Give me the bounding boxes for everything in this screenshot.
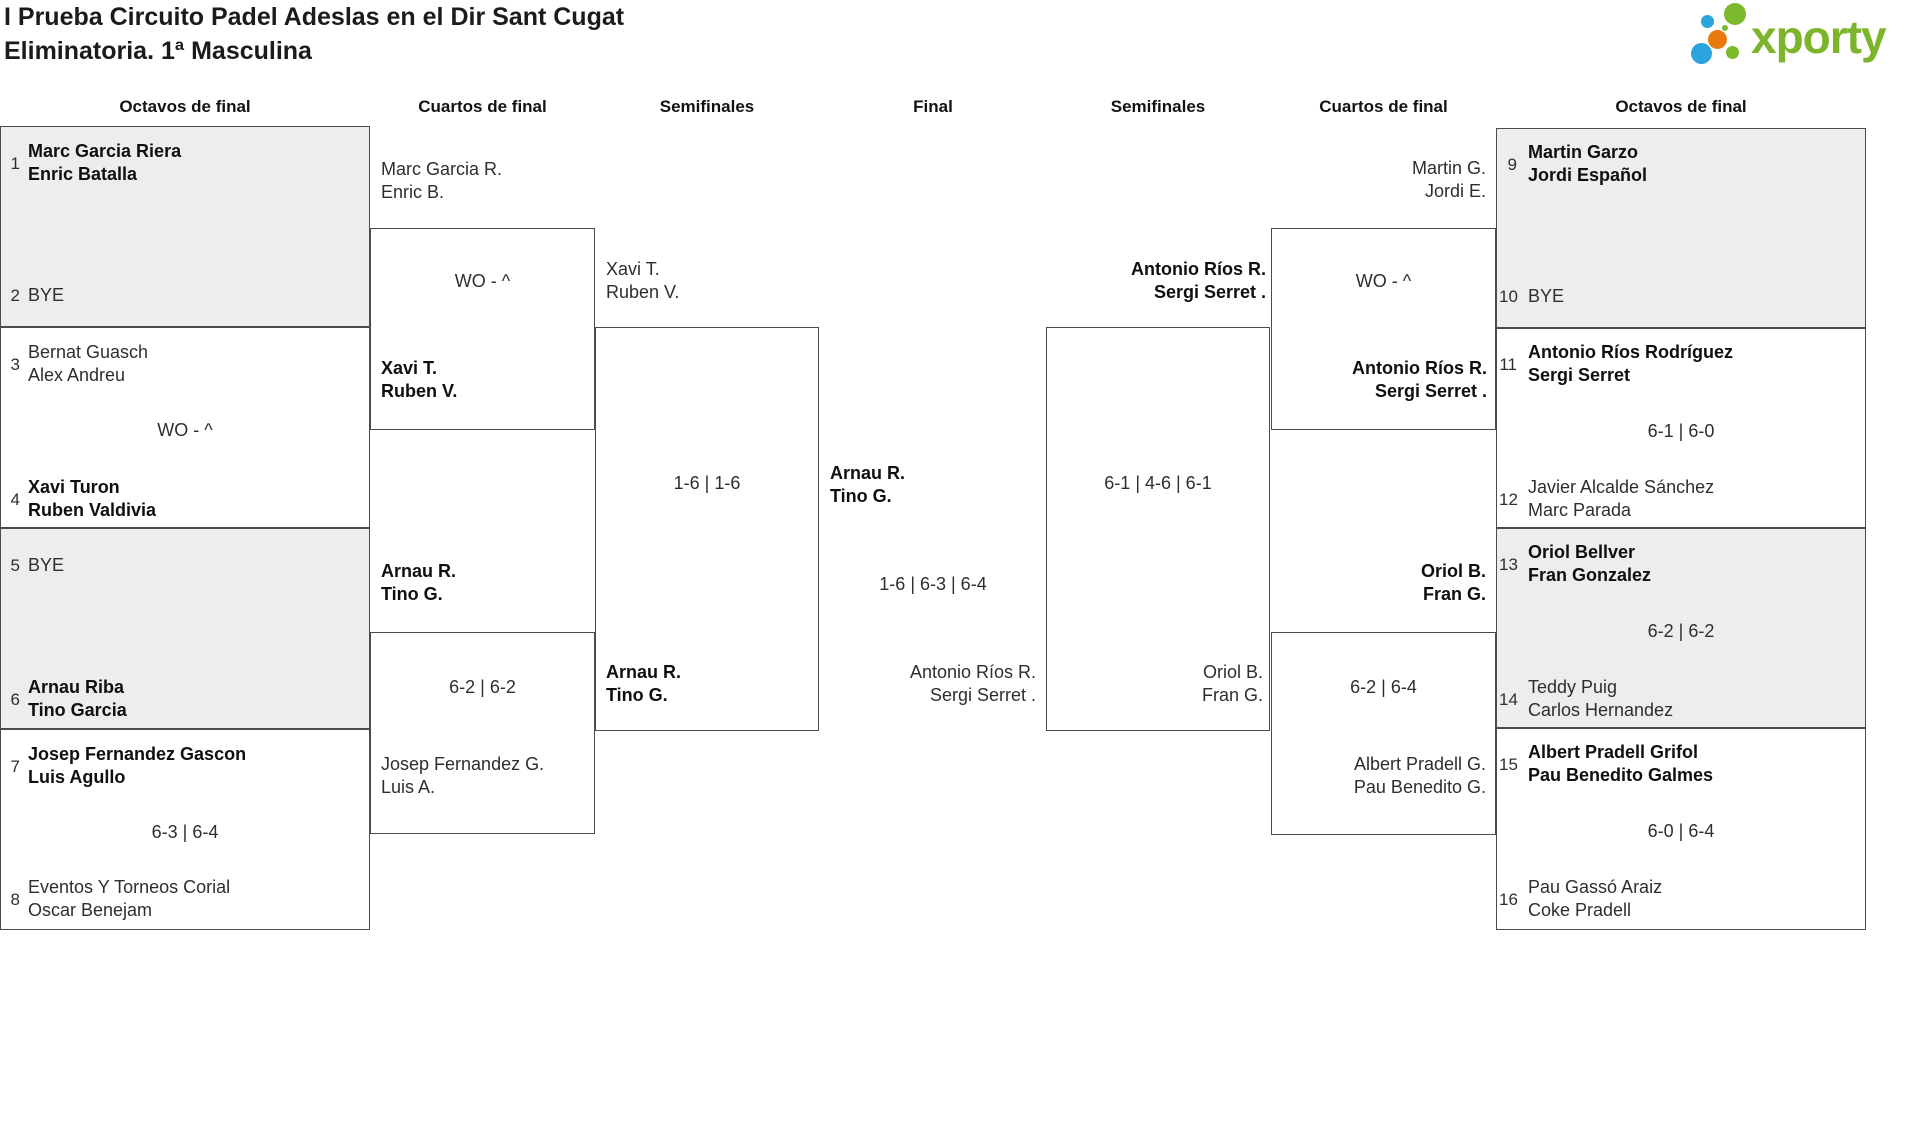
seed-number: 7 — [10, 757, 20, 776]
match-box-qf-l2 — [370, 632, 595, 834]
match-box-r16-l1 — [0, 126, 370, 327]
logo-dot-blue-small — [1701, 15, 1714, 28]
round-header-final: Final — [913, 97, 953, 116]
tournament-title-line2: Eliminatoria. 1ª Masculina — [4, 37, 312, 65]
tournament-title-line1: I Prueba Circuito Padel Adeslas en el Di… — [4, 3, 625, 31]
team-name: Oriol B.Fran G. — [1420, 561, 1486, 604]
match-box-qf-r2 — [1271, 632, 1496, 835]
seed-number: 4 — [10, 490, 20, 509]
logo-dot-blue-large — [1691, 43, 1712, 64]
seed-number: 14 — [1499, 690, 1518, 709]
seed-number: 1 — [10, 154, 20, 173]
seed-number: 16 — [1499, 890, 1518, 909]
match-score: 6-1 | 4-6 | 6-1 — [1104, 473, 1212, 493]
round-header-cuartos-left: Cuartos de final — [418, 97, 547, 116]
match-box-r16-r2 — [1496, 328, 1866, 528]
match-score: 6-2 | 6-4 — [1350, 677, 1417, 697]
match-box-r16-l3 — [0, 528, 370, 729]
team-name: BYE — [1528, 286, 1565, 306]
match-box-r16-r4 — [1496, 728, 1866, 930]
round-header-semis-right: Semifinales — [1110, 97, 1206, 116]
round-header-octavos-left: Octavos de final — [119, 97, 251, 116]
seed-number: 10 — [1499, 287, 1518, 306]
match-score: 6-3 | 6-4 — [151, 822, 219, 842]
match-box-qf-l1 — [370, 228, 595, 430]
match-score: 6-2 | 6-2 — [449, 677, 516, 697]
logo-wordmark: xporty — [1751, 11, 1887, 63]
match-score: 1-6 | 1-6 — [673, 473, 741, 493]
match-box-r16-r3 — [1496, 528, 1866, 728]
seed-number: 12 — [1499, 490, 1518, 509]
round-header-cuartos-right: Cuartos de final — [1319, 97, 1448, 116]
match-score: WO - ^ — [157, 420, 213, 440]
team-name: Albert Pradell G.Pau Benedito G. — [1353, 754, 1486, 797]
team-name: Antonio Ríos R.Sergi Serret . — [909, 662, 1036, 705]
team-name: Arnau R.Tino G. — [381, 561, 457, 604]
seed-number: 8 — [10, 890, 20, 909]
logo-dot-green-large — [1724, 3, 1746, 25]
logo-dot-green-tiny — [1722, 25, 1728, 31]
match-score: WO - ^ — [1355, 271, 1412, 291]
team-name: Xavi T.Ruben V. — [381, 358, 458, 401]
seed-number: 3 — [10, 355, 20, 374]
round-header-semis-left: Semifinales — [659, 97, 755, 116]
seed-number: 9 — [1507, 155, 1517, 174]
round-header-octavos-right: Octavos de final — [1615, 97, 1747, 116]
team-name: Xavi T.Ruben V. — [606, 259, 680, 302]
seed-number: 2 — [10, 286, 20, 305]
match-box-qf-r1 — [1271, 228, 1496, 430]
match-score: 6-2 | 6-2 — [1647, 621, 1715, 641]
seed-number: 5 — [10, 556, 20, 575]
match-score: WO - ^ — [454, 271, 511, 291]
match-box-sf-right — [1046, 327, 1270, 731]
match-score: 6-0 | 6-4 — [1647, 821, 1715, 841]
team-name: Antonio Ríos R.Sergi Serret . — [1352, 358, 1487, 401]
match-box-sf-left — [595, 327, 819, 731]
team-name: BYE — [28, 555, 65, 575]
match-box-r16-r1 — [1496, 128, 1866, 328]
team-name: Antonio Ríos R.Sergi Serret . — [1131, 259, 1266, 302]
match-box-r16-l4 — [0, 729, 370, 930]
team-name: Arnau R.Tino G. — [830, 463, 906, 506]
seed-number: 15 — [1499, 755, 1518, 774]
logo-dot-green-small — [1726, 46, 1739, 59]
team-name: Oriol B.Fran G. — [1201, 662, 1263, 705]
team-name: Marc Garcia R.Enric B. — [381, 159, 503, 202]
logo-dot-orange — [1708, 30, 1727, 49]
seed-number: 6 — [10, 690, 20, 709]
team-name: BYE — [28, 285, 65, 305]
seed-number: 13 — [1499, 555, 1518, 574]
team-name: Josep Fernandez G.Luis A. — [381, 754, 545, 797]
match-box-r16-l2 — [0, 327, 370, 528]
match-score: 6-1 | 6-0 — [1647, 421, 1715, 441]
seed-number: 11 — [1499, 355, 1517, 374]
team-name: Martin G.Jordi E. — [1411, 158, 1486, 201]
match-score: 1-6 | 6-3 | 6-4 — [879, 574, 987, 594]
team-name: Arnau R.Tino G. — [606, 662, 682, 705]
